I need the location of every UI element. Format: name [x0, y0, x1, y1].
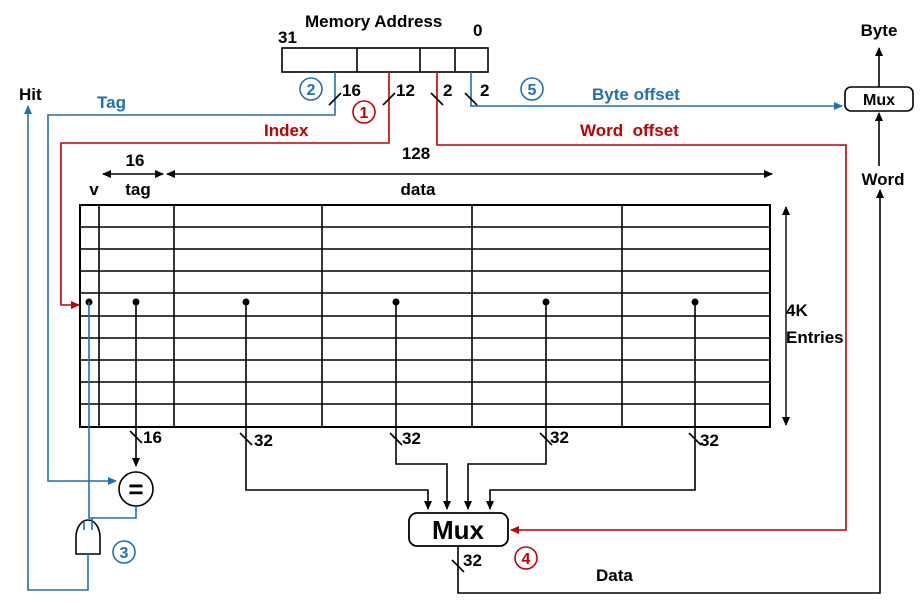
- byte-label: Byte: [861, 21, 898, 40]
- step-4-number: 4: [522, 551, 531, 568]
- word-3-bus-slash: [688, 432, 702, 446]
- byte-offset-wire: [470, 72, 843, 110]
- word-0-bits-label: 32: [254, 431, 273, 450]
- step-2-badge: [299, 77, 323, 101]
- comparator-symbol: =: [128, 474, 143, 504]
- address-title: Memory Address: [305, 12, 442, 31]
- word-1-bus-slash: [389, 432, 403, 446]
- tag-field-wire: [47, 72, 336, 485]
- address-msb-label: 31: [278, 28, 297, 47]
- step-3-number: 3: [120, 545, 129, 562]
- index-field-wire: [60, 72, 390, 309]
- cache-array: [79, 204, 771, 428]
- word-mux-label: Mux: [432, 515, 485, 545]
- data-width-label: 128: [402, 144, 430, 163]
- step-3-badge: [112, 540, 136, 564]
- valid-bit-wire: [88, 302, 92, 519]
- entries-count: 4K: [786, 301, 808, 320]
- cache-column-dividers: [98, 205, 623, 427]
- tag-width-label: 16: [126, 151, 145, 170]
- word-3-bits-label: 32: [700, 431, 719, 450]
- step-1-badge: [352, 100, 376, 124]
- comparator-to-and-wire: [92, 506, 137, 519]
- index-label: Index: [264, 121, 309, 140]
- and-gate-shape: [75, 519, 101, 555]
- tag-read-bits-label: 16: [143, 428, 162, 447]
- tag-header: tag: [125, 180, 151, 199]
- index-bus-slash: [382, 92, 396, 106]
- data-output-wire: [457, 189, 884, 594]
- valid-header: v: [89, 180, 99, 199]
- data-output-bus-slash: [451, 559, 465, 573]
- step-2-number: 2: [307, 82, 316, 99]
- tag-label: Tag: [97, 93, 126, 112]
- tag-read-bus-slash: [129, 430, 143, 444]
- data-output-label: Data: [596, 566, 633, 585]
- tag-bus-slash: [328, 92, 342, 106]
- data-output-bits-label: 32: [463, 551, 482, 570]
- step-5-badge: [520, 77, 544, 101]
- word-1-wire: [395, 302, 451, 510]
- word-1-bits-label: 32: [402, 429, 421, 448]
- word-2-wire: [464, 302, 547, 510]
- word-3-wire: [486, 302, 696, 510]
- word-2-bus-slash: [539, 432, 553, 446]
- data-header: data: [401, 180, 437, 199]
- word-0-bus-slash: [239, 432, 253, 446]
- index-bits-label: 12: [396, 81, 415, 100]
- word-label: Word: [861, 170, 904, 189]
- word-offset-bits-label: 2: [443, 81, 452, 100]
- byte-offset-bits-label: 2: [480, 81, 489, 100]
- hit-label: Hit: [19, 85, 42, 104]
- word-offset-wire: [436, 72, 847, 534]
- step-4-badge: [514, 546, 538, 570]
- byte-offset-bus-slash: [464, 92, 478, 106]
- word-offset-bus-slash: [430, 92, 444, 106]
- tag-bits-label: 16: [342, 81, 361, 100]
- step-1-number: 1: [360, 105, 369, 122]
- cache-row-dividers: [80, 226, 770, 405]
- word-2-bits-label: 32: [550, 428, 569, 447]
- address-register: [281, 47, 489, 73]
- word-0-wire: [245, 302, 432, 510]
- hit-output-wire: [24, 105, 89, 591]
- byte-mux-label: Mux: [863, 92, 895, 109]
- word-offset-label: Word offset: [580, 121, 679, 140]
- step-5-number: 5: [528, 82, 537, 99]
- byte-offset-label: Byte offset: [592, 85, 680, 104]
- entries-label: Entries: [786, 328, 844, 347]
- address-lsb-label: 0: [473, 21, 482, 40]
